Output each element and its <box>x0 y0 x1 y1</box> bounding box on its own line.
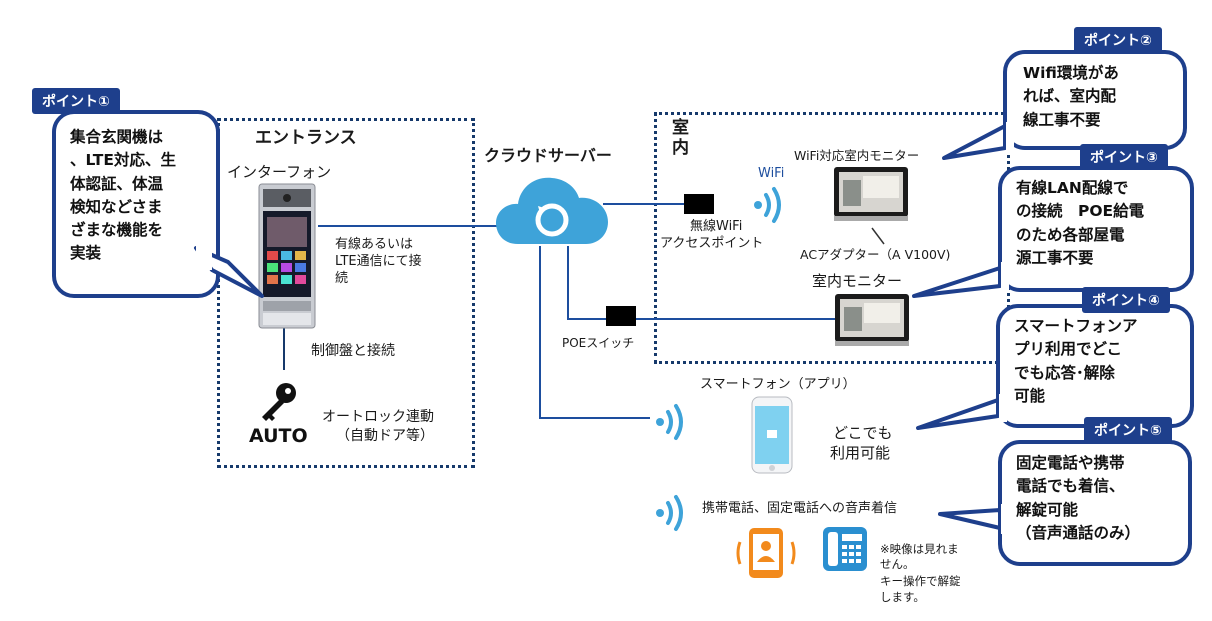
point-5-tag: ポイント⑤ <box>1084 417 1172 443</box>
video-note-2: せん。 <box>880 557 915 571</box>
point-2-line: Wifi環境があ <box>1023 64 1119 82</box>
poe-switch-label: POEスイッチ <box>562 336 635 350</box>
point-5-line: 電話でも着信、 <box>1016 477 1125 496</box>
autolock-label-1: オートロック連動 <box>322 409 434 425</box>
wifi-monitor-device <box>834 167 908 221</box>
point-3-line: のため各部屋電 <box>1016 225 1125 244</box>
cloud-label: クラウドサーバー <box>484 146 612 165</box>
wifi-access-point <box>684 194 714 214</box>
point-1-line: 検知などさま <box>70 197 163 216</box>
point-1-tag: ポイント① <box>32 88 120 114</box>
ac-adapter-label: ACアダプター（A V100V) <box>800 247 951 262</box>
wifi-ap-label-2: アクセスポイント <box>660 236 764 251</box>
point-4-line: 可能 <box>1014 386 1046 405</box>
wifi-ap-label-1: 無線WiFi <box>690 219 743 234</box>
point-1-line: ざまな機能を <box>70 221 164 239</box>
point-2-tag: ポイント② <box>1074 27 1162 53</box>
autolock-label-2: （自動ドア等） <box>336 428 434 444</box>
wifi-signal-smartphone-icon <box>656 404 683 440</box>
indoor-title-1: 室 <box>672 118 689 138</box>
landline-phone-icon <box>823 527 867 571</box>
entrance-title: エントランス <box>255 128 357 148</box>
point-4-callout: スマートフォンア プリ利用でどこ でも応答･解除 可能 <box>996 304 1194 428</box>
poe-switch <box>606 306 636 326</box>
point-3-line: 源工事不要 <box>1016 248 1094 267</box>
intercom-device <box>258 183 316 329</box>
cloud-icon <box>496 177 608 244</box>
intercom-label: インターフォン <box>227 163 332 181</box>
point-2-line: れば、室内配 <box>1023 87 1117 106</box>
video-note-3: キー操作で解錠 <box>880 574 961 588</box>
point-1-callout: 集合玄関機は 、LTE対応、生 体認証、体温 検知などさま ざまな機能を 実装 <box>52 110 220 298</box>
connection-label-1: 有線あるいは <box>335 237 414 252</box>
point-4-tag: ポイント④ <box>1082 287 1170 313</box>
point-3-tag: ポイント③ <box>1080 144 1168 170</box>
line-ac-adapter <box>871 227 885 245</box>
anywhere-label-1: どこでも <box>833 424 893 442</box>
wifi-monitor-label: WiFi対応室内モニター <box>794 148 920 163</box>
point-3-line: の接続 POE給電 <box>1016 202 1145 221</box>
video-note-1: ※映像は見れま <box>880 542 959 556</box>
point-3-line: 有線LAN配線で <box>1016 179 1129 197</box>
smartphone-label: スマートフォン（アプリ） <box>700 377 856 392</box>
point-4-line: プリ利用でどこ <box>1014 340 1123 359</box>
phone-call-label: 携帯電話、固定電話への音声着信 <box>702 501 898 516</box>
control-panel-label: 制御盤と接続 <box>311 343 395 359</box>
indoor-title-2: 内 <box>672 138 689 158</box>
mobile-phone-icon <box>736 528 796 578</box>
line-cloud-poe-monitor <box>567 246 836 320</box>
monitor-label: 室内モニター <box>812 272 903 290</box>
line-cloud-smartphone <box>539 246 650 419</box>
anywhere-label-2: 利用可能 <box>830 444 891 462</box>
point-5-callout: 固定電話や携帯 電話でも着信、 解錠可能 （音声通話のみ） <box>998 440 1192 566</box>
point-1-line: 実装 <box>70 244 102 263</box>
auto-badge: AUTO <box>249 425 308 447</box>
key-icon <box>262 383 296 421</box>
wifi-label: WiFi <box>758 166 785 181</box>
indoor-monitor-device <box>835 294 909 346</box>
connection-label-2: LTE通信にて接 <box>335 254 422 269</box>
wifi-signal-icon <box>754 187 781 223</box>
point-4-line: でも応答･解除 <box>1014 363 1115 382</box>
video-note-4: します。 <box>880 590 925 604</box>
entrance-zone <box>217 118 475 468</box>
smartphone-device <box>751 396 793 474</box>
point-1-line: 集合玄関機は <box>70 128 164 146</box>
point-2-line: 線工事不要 <box>1023 110 1101 129</box>
point-1-line: 体認証、体温 <box>70 174 164 193</box>
point-1-line: 、LTE対応、生 <box>70 151 176 170</box>
point-2-callout: Wifi環境があ れば、室内配 線工事不要 <box>1003 50 1187 150</box>
point-5-line: 固定電話や携帯 <box>1016 454 1125 472</box>
point-3-callout: 有線LAN配線で の接続 POE給電 のため各部屋電 源工事不要 <box>998 166 1194 292</box>
wifi-signal-phone-icon <box>656 495 683 531</box>
point-5-line: 解錠可能 <box>1016 500 1079 519</box>
connection-label-3: 続 <box>335 271 349 286</box>
point-4-line: スマートフォンア <box>1014 317 1138 335</box>
point-5-line: （音声通話のみ） <box>1016 523 1141 542</box>
